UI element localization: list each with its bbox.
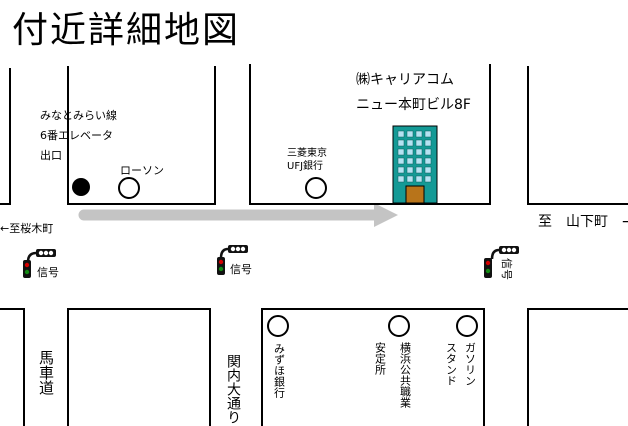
gas-station-label-col1: ガソリン xyxy=(464,342,477,386)
employment-office-label-col1: 横浜公共職業 xyxy=(399,341,412,408)
hollow-circle-icon xyxy=(388,315,410,337)
traffic-light-icon xyxy=(217,245,248,275)
office-building-icon xyxy=(392,125,438,204)
mizuho-bank-label: みずほ銀行 xyxy=(273,343,286,399)
lawson-label: ローソン xyxy=(120,164,164,177)
kannai-odori-street-label: 関内大通り xyxy=(225,354,241,424)
signal-right-label: 信号 xyxy=(500,258,513,280)
mufg-bank-label-line2: UFJ銀行 xyxy=(287,159,323,172)
hollow-circle-icon xyxy=(305,177,327,199)
office-label-line1: ㈱キャリアコム xyxy=(356,72,454,88)
office-label-line2: ニュー本町ビル8F xyxy=(356,97,471,113)
hollow-circle-icon xyxy=(456,315,478,337)
direction-yamashitacho-label: 至 山下町 → xyxy=(538,214,628,230)
traffic-light-icon xyxy=(23,249,56,278)
signal-left-label: 信号 xyxy=(37,266,59,279)
basha-michi-street-label: 馬車道 xyxy=(37,350,55,395)
gas-station-label-col2: スタンド xyxy=(445,342,458,386)
hollow-circle-icon xyxy=(267,315,289,337)
street-outlines xyxy=(0,64,628,426)
signal-center-label: 信号 xyxy=(230,263,252,276)
direction-sakuragicho-label: ←至桜木町 xyxy=(0,221,53,235)
map-title: 付近詳細地図 xyxy=(12,10,240,51)
station-exit-label-line3: 出口 xyxy=(40,148,62,162)
station-exit-label-line1: みなとみらい線 xyxy=(40,108,117,122)
traffic-light-icon xyxy=(484,246,519,278)
hollow-circle-icon xyxy=(118,177,140,199)
employment-office-label-col2: 安定所 xyxy=(374,341,387,376)
filled-circle-icon xyxy=(72,178,90,196)
route-arrow-icon xyxy=(78,203,398,227)
station-exit-label-line2: 6番エレベータ xyxy=(40,129,113,142)
mufg-bank-label-line1: 三菱東京 xyxy=(287,146,327,159)
